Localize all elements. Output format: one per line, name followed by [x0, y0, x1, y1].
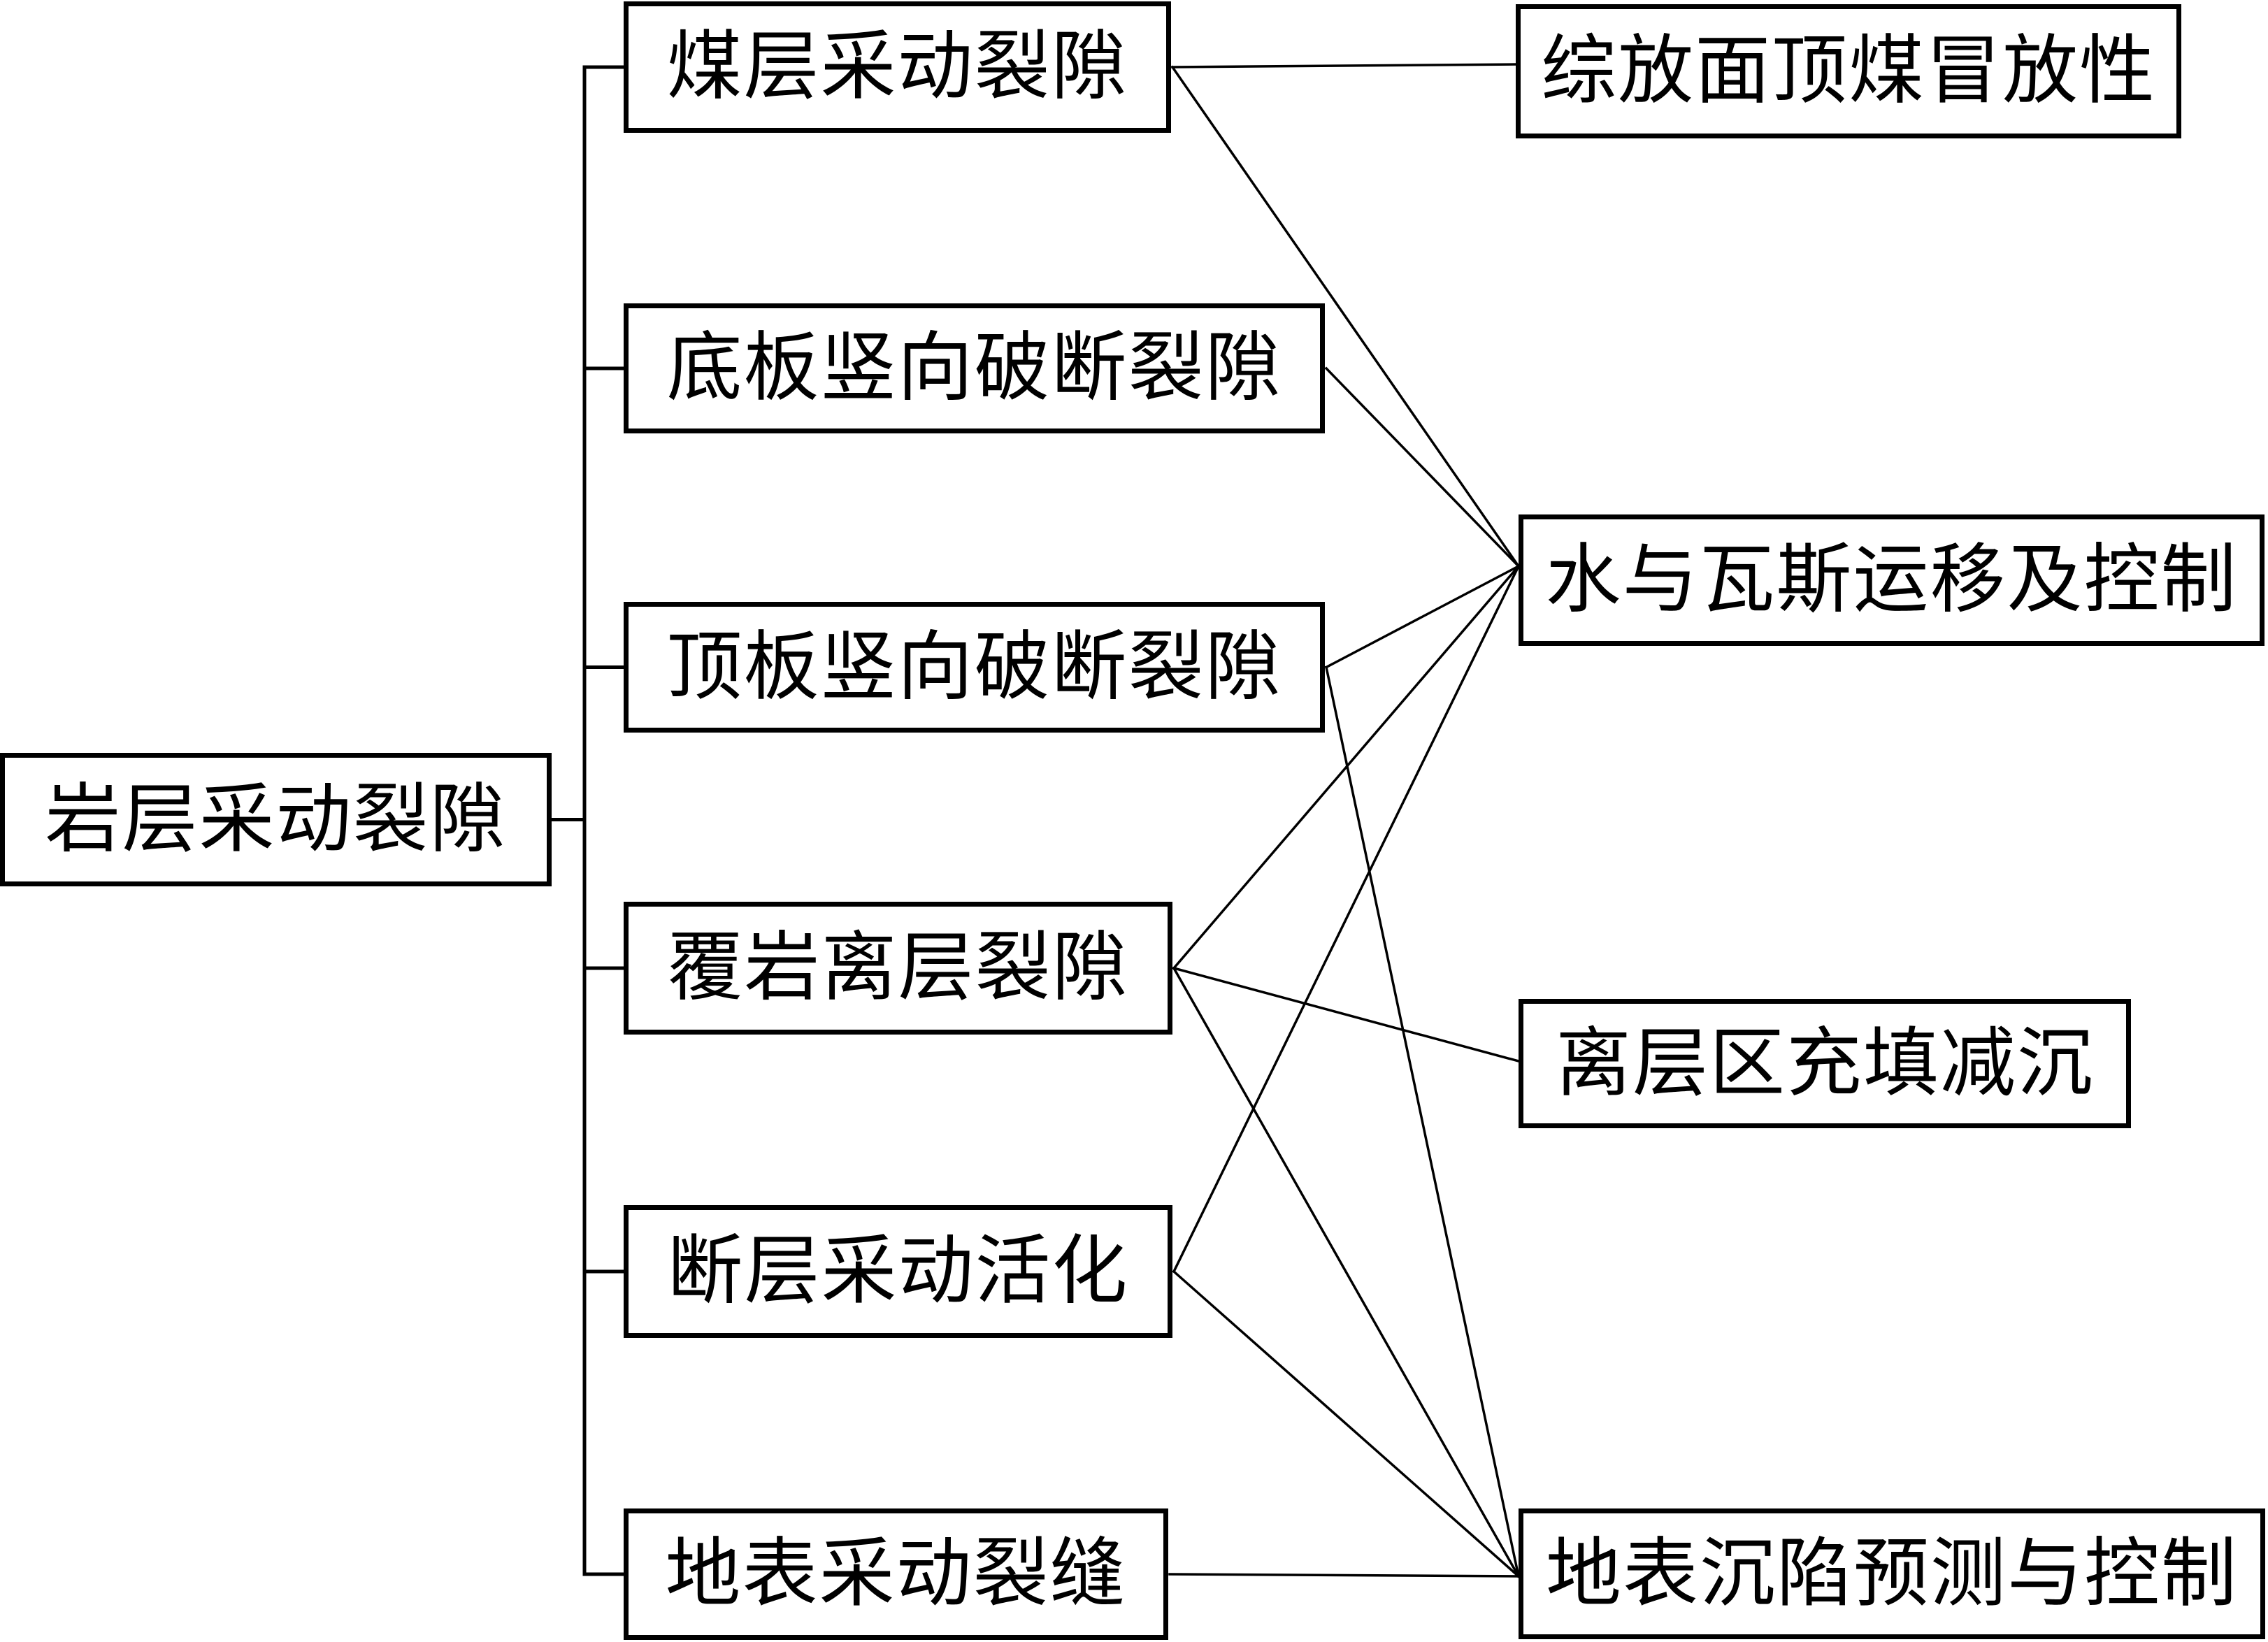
node-label: 综放面顶煤冒放性 — [1540, 27, 2156, 115]
link-m3-to-r2 — [1172, 966, 1521, 1063]
node-label: 断层采动活化 — [667, 1227, 1129, 1315]
node-label: 地表采动裂缝 — [665, 1530, 1127, 1618]
link-m4-to-r3 — [1172, 1269, 1521, 1578]
link-m2-to-r3 — [1324, 665, 1521, 1578]
node-label: 离层区充填减沉 — [1555, 1019, 2094, 1107]
link-m0-to-r1 — [1170, 65, 1521, 568]
node-label: 水与瓦斯运移及控制 — [1545, 536, 2238, 624]
node-surface-mining-cracks: 地表采动裂缝 — [624, 1508, 1168, 1640]
node-water-gas-migration-control: 水与瓦斯运移及控制 — [1519, 514, 2265, 646]
node-separation-zone-grouting: 离层区充填减沉 — [1519, 999, 2131, 1128]
link-m4-to-r1 — [1172, 564, 1521, 1274]
node-label: 地表沉陷预测与控制 — [1545, 1529, 2238, 1618]
root-node-rock-mining-fractures: 岩层采动裂隙 — [0, 753, 552, 886]
node-label: 底板竖向破断裂隙 — [666, 324, 1282, 412]
node-overburden-separation-fractures: 覆岩离层裂隙 — [624, 902, 1172, 1035]
link-m0-to-r0 — [1171, 63, 1517, 69]
node-subsidence-prediction-control: 地表沉陷预测与控制 — [1519, 1508, 2265, 1639]
node-top-coal-cavability: 综放面顶煤冒放性 — [1516, 4, 2181, 138]
node-label: 覆岩离层裂隙 — [667, 924, 1129, 1011]
node-roof-vertical-fractures: 顶板竖向破断裂隙 — [624, 602, 1325, 733]
node-fault-mining-activation: 断层采动活化 — [624, 1205, 1172, 1338]
node-label: 煤层采动裂隙 — [666, 23, 1128, 110]
node-label: 顶板竖向破断裂隙 — [666, 623, 1282, 711]
link-m2-to-r1 — [1324, 564, 1521, 669]
link-m5-to-r3 — [1168, 1573, 1520, 1578]
link-m3-to-r1 — [1172, 564, 1521, 970]
node-label: 岩层采动裂隙 — [45, 775, 507, 863]
link-m3-to-r3 — [1172, 966, 1521, 1578]
node-floor-vertical-fractures: 底板竖向破断裂隙 — [624, 303, 1325, 433]
node-coal-seam-mining-fractures: 煤层采动裂隙 — [624, 1, 1171, 133]
link-m1-to-r1 — [1324, 366, 1521, 568]
